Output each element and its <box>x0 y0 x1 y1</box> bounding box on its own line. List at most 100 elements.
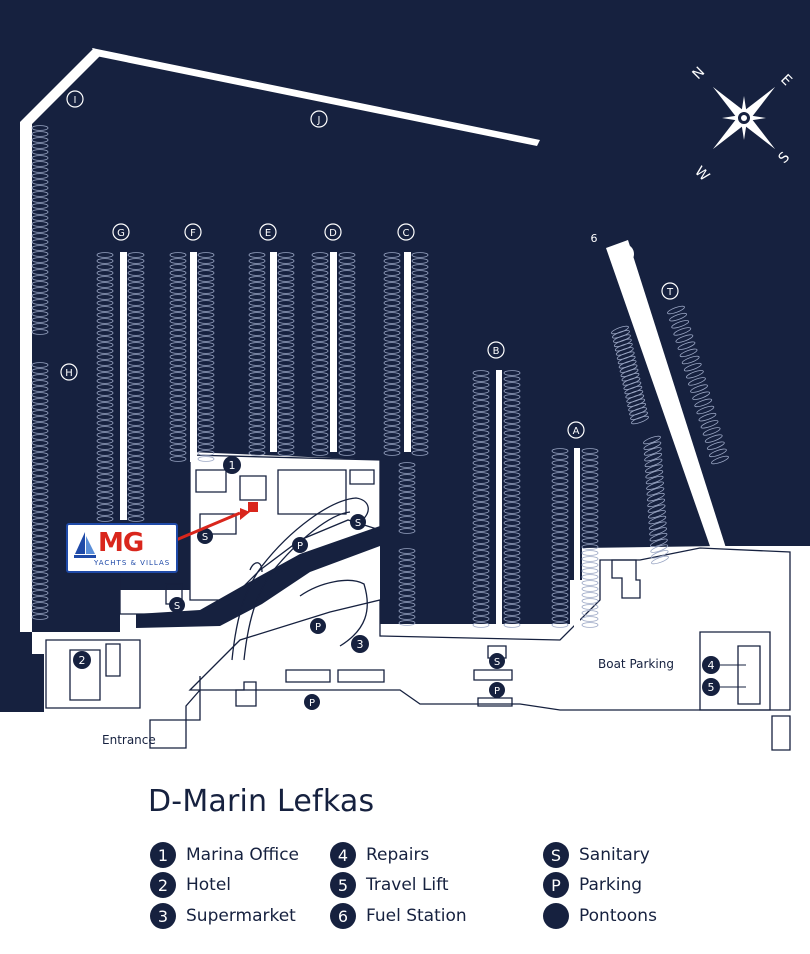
boat <box>197 444 215 450</box>
boat <box>472 556 490 562</box>
boat <box>383 330 401 336</box>
boat <box>398 548 416 554</box>
boat <box>472 586 490 592</box>
boat <box>96 258 114 264</box>
marker-sanitary[interactable]: S <box>350 514 366 530</box>
boat <box>551 616 569 622</box>
boat <box>127 312 145 318</box>
boat <box>169 432 187 438</box>
boat <box>31 464 49 470</box>
pontoon-marker-g[interactable]: G <box>112 223 130 241</box>
marker-sanitary[interactable]: S <box>489 653 505 669</box>
marker-marina-office[interactable]: 1 <box>223 456 241 474</box>
mg-yachts-villas-logo[interactable]: MG YACHTS & VILLAS <box>66 523 178 573</box>
boat <box>411 354 429 360</box>
marker-parking[interactable]: P <box>310 618 326 634</box>
boat <box>472 520 490 526</box>
boat <box>338 294 356 300</box>
boat <box>669 312 687 322</box>
svg-text:3: 3 <box>357 638 364 651</box>
boat <box>169 288 187 294</box>
boat <box>411 336 429 342</box>
pontoon-marker-b[interactable]: B <box>487 341 505 359</box>
boat <box>338 348 356 354</box>
marker-sanitary[interactable]: S <box>169 597 185 613</box>
boat <box>197 258 215 264</box>
marker-sanitary[interactable]: S <box>197 528 213 544</box>
legend-badge: P <box>543 872 569 898</box>
boat <box>411 270 429 276</box>
boat <box>31 197 49 203</box>
boat <box>411 426 429 432</box>
marker-travel-lift[interactable]: 5 <box>702 678 720 696</box>
marker-parking[interactable]: P <box>489 682 505 698</box>
boat <box>398 492 416 498</box>
marker-parking[interactable]: P <box>304 694 320 710</box>
boat <box>31 311 49 317</box>
boat <box>619 364 638 373</box>
boat <box>248 384 266 390</box>
boat <box>197 324 215 330</box>
pontoon-marker-d[interactable]: D <box>324 223 342 241</box>
boat <box>411 258 429 264</box>
boat <box>472 592 490 598</box>
marker-repairs[interactable]: 4 <box>702 656 720 674</box>
boat <box>311 264 329 270</box>
svg-text:E: E <box>265 228 271 239</box>
boat <box>96 450 114 456</box>
pontoon-marker-t[interactable]: T <box>661 282 679 300</box>
boat <box>611 325 629 335</box>
boat <box>338 444 356 450</box>
boat <box>673 327 692 336</box>
boat <box>96 282 114 288</box>
legend-item-sanitary: S Sanitary <box>543 842 650 868</box>
boat <box>551 520 569 526</box>
boat <box>551 484 569 490</box>
pontoon-marker-j[interactable]: J <box>310 110 328 128</box>
boat <box>31 458 49 464</box>
boat <box>648 521 667 530</box>
marker-parking[interactable]: P <box>292 537 308 553</box>
boat <box>127 432 145 438</box>
marker-supermarket[interactable]: 3 <box>351 635 369 653</box>
boat <box>248 336 266 342</box>
boat <box>503 424 521 430</box>
boat <box>581 598 599 604</box>
boat <box>581 532 599 538</box>
pontoon-marker-h[interactable]: H <box>60 363 78 381</box>
boat <box>647 498 666 508</box>
pontoon-marker-a[interactable]: A <box>567 421 585 439</box>
boat <box>472 448 490 454</box>
boat <box>338 264 356 270</box>
boat <box>169 342 187 348</box>
boat <box>248 408 266 414</box>
boat <box>197 336 215 342</box>
boat <box>96 426 114 432</box>
boat <box>581 490 599 496</box>
boat <box>503 412 521 418</box>
boat <box>338 438 356 444</box>
pontoon-marker-e[interactable]: E <box>259 223 277 241</box>
fuel-station-marker[interactable]: 6 <box>591 232 598 245</box>
svg-text:4: 4 <box>708 659 715 672</box>
svg-text:P: P <box>494 686 500 697</box>
pontoon-marker-f[interactable]: F <box>184 223 202 241</box>
legend-label: Repairs <box>366 845 430 865</box>
pontoon-marker-i[interactable]: I <box>66 90 84 108</box>
boat <box>31 476 49 482</box>
legend-item-marina-office: 1 Marina Office <box>150 842 299 868</box>
pontoon-marker-c[interactable]: C <box>397 223 415 241</box>
boat <box>127 468 145 474</box>
boat <box>398 510 416 516</box>
legend-label: Fuel Station <box>366 906 467 926</box>
boat <box>169 306 187 312</box>
boat <box>503 574 521 580</box>
boat <box>96 456 114 462</box>
boat <box>31 542 49 548</box>
marker-hotel[interactable]: 2 <box>73 651 91 669</box>
boat <box>551 592 569 598</box>
boat <box>31 536 49 542</box>
boat <box>472 622 490 628</box>
boat <box>472 604 490 610</box>
boat <box>645 475 664 485</box>
